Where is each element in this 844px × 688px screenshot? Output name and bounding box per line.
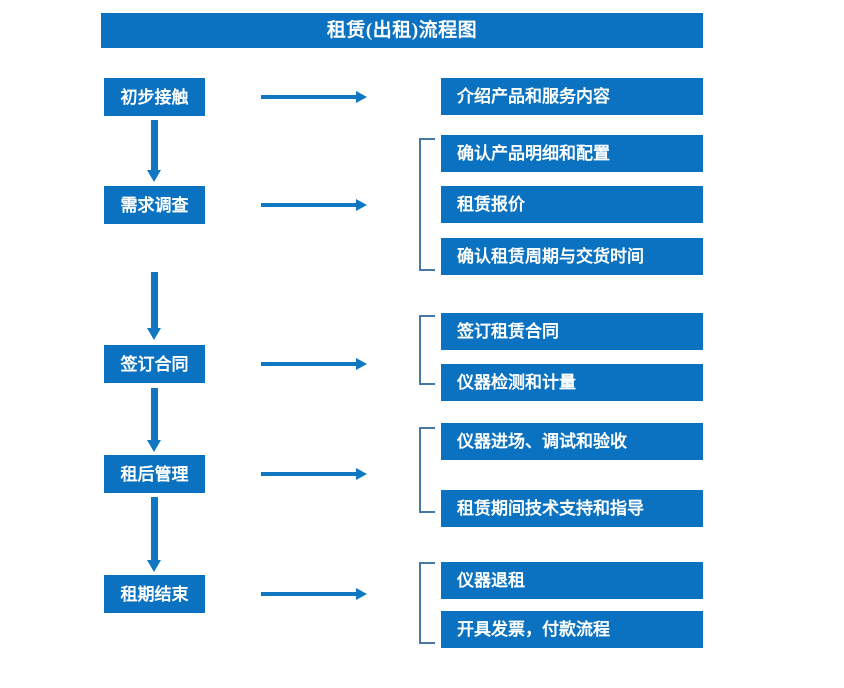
arrow-stem	[261, 362, 358, 366]
vertical-arrow-1-to-2	[147, 120, 162, 182]
detail-box-1-1[interactable]: 介绍产品和服务内容	[441, 78, 703, 115]
detail-box-2-2[interactable]: 租赁报价	[441, 186, 703, 223]
arrow-stem	[261, 203, 358, 207]
horizontal-arrow-5	[261, 588, 367, 600]
arrow-stem	[151, 388, 158, 440]
arrow-head	[356, 588, 367, 600]
stage-box-3[interactable]: 签订合同	[104, 345, 205, 383]
arrow-head	[356, 468, 367, 480]
horizontal-arrow-3	[261, 358, 367, 370]
arrow-head	[147, 560, 161, 572]
arrow-stem	[261, 95, 358, 99]
detail-box-4-1[interactable]: 仪器进场、调试和验收	[441, 423, 703, 460]
vertical-arrow-3-to-4	[147, 388, 162, 452]
detail-box-3-1[interactable]: 签订租赁合同	[441, 313, 703, 350]
detail-box-3-2[interactable]: 仪器检测和计量	[441, 364, 703, 401]
diagram-title: 租赁(出租)流程图	[101, 13, 703, 48]
arrow-head	[356, 358, 367, 370]
stage-box-2[interactable]: 需求调查	[104, 186, 205, 224]
detail-box-5-1[interactable]: 仪器退租	[441, 562, 703, 599]
group-bracket-5	[419, 562, 435, 644]
stage-box-4[interactable]: 租后管理	[104, 455, 205, 493]
horizontal-arrow-1	[261, 91, 367, 103]
stage-box-1[interactable]: 初步接触	[104, 78, 205, 116]
arrow-stem	[151, 120, 158, 170]
horizontal-arrow-4	[261, 468, 367, 480]
arrow-head	[147, 170, 161, 182]
arrow-head	[147, 328, 161, 340]
group-bracket-2	[419, 138, 435, 271]
detail-box-2-1[interactable]: 确认产品明细和配置	[441, 135, 703, 172]
vertical-arrow-4-to-5	[147, 497, 162, 572]
arrow-head	[356, 199, 367, 211]
arrow-stem	[151, 497, 158, 560]
vertical-arrow-2-to-3	[147, 272, 162, 342]
arrow-head	[356, 91, 367, 103]
detail-box-4-2[interactable]: 租赁期间技术支持和指导	[441, 490, 703, 527]
arrow-stem	[151, 272, 158, 328]
group-bracket-3	[419, 315, 435, 385]
detail-box-5-2[interactable]: 开具发票，付款流程	[441, 611, 703, 648]
detail-box-2-3[interactable]: 确认租赁周期与交货时间	[441, 238, 703, 275]
stage-box-5[interactable]: 租期结束	[104, 575, 205, 613]
arrow-stem	[261, 472, 358, 476]
arrow-head	[147, 440, 161, 452]
horizontal-arrow-2	[261, 199, 367, 211]
arrow-stem	[261, 592, 358, 596]
group-bracket-4	[419, 427, 435, 513]
